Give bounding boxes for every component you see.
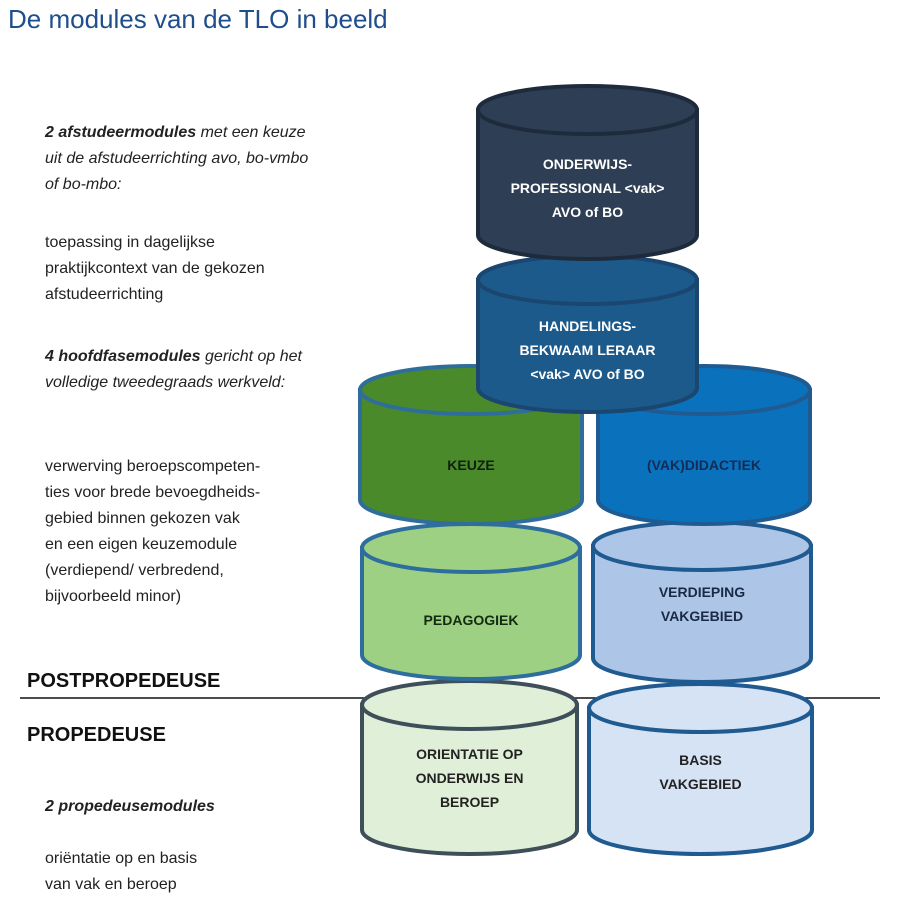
cylinder-body: [358, 388, 584, 526]
text-line: afstudeerrichting: [45, 286, 164, 303]
cylinder-top: [587, 682, 814, 734]
module-label: <vak> AVO of BO: [530, 366, 644, 382]
module-label: ONDERWIJS-: [543, 156, 633, 172]
text-line: en een eigen keuzemodule: [45, 536, 238, 553]
cylinder-body: [587, 706, 814, 856]
afstudeer-heading: 2 afstudeermodules met een keuze uit de …: [45, 120, 315, 198]
text-line: bijvoorbeeld minor): [45, 588, 182, 605]
cylinder-body: [476, 108, 699, 261]
cylinder-body: [476, 278, 699, 414]
cylinder-body: [360, 546, 582, 681]
module-verdieping: VERDIEPING VAKGEBIED: [591, 520, 813, 684]
hoofdfase-desc: verwerving beroepscompeten- ties voor br…: [45, 454, 260, 610]
cylinder-body: [596, 388, 812, 526]
afstudeer-desc: toepassing in dagelijkse praktijkcontext…: [45, 230, 265, 308]
module-orientatie: ORIENTATIE OP ONDERWIJS EN BEROEP: [360, 679, 579, 856]
cylinder-top: [476, 84, 699, 136]
cylinder-top: [476, 254, 699, 306]
text-line: toepassing in dagelijkse: [45, 234, 215, 251]
cylinder-body: [360, 703, 579, 856]
module-label: (VAK)DIDACTIEK: [647, 457, 761, 473]
module-label: VERDIEPING: [659, 584, 745, 600]
hoofdfase-heading: 4 hoofdfasemodules gericht op het volled…: [45, 344, 320, 396]
hoofdfase-bold: 4 hoofdfasemodules: [45, 348, 201, 365]
module-label: PEDAGOGIEK: [424, 612, 519, 628]
propedeuse-modules: 2 propedeusemodules: [45, 798, 215, 815]
module-label: AVO of BO: [552, 204, 623, 220]
text-line: verwerving beroepscompeten-: [45, 458, 261, 475]
afstudeer-rest: met een keuze uit de afstudeerrichting a…: [45, 124, 309, 193]
module-label: VAKGEBIED: [661, 608, 743, 624]
module-label: ORIENTATIE OP: [416, 746, 523, 762]
text-line: (verdiepend/ verbredend,: [45, 562, 224, 579]
module-handelings: HANDELINGS- BEKWAAM LERAAR <vak> AVO of BO: [476, 254, 699, 414]
cylinder-top: [591, 520, 813, 572]
propedeuse-label: PROPEDEUSE: [27, 724, 166, 746]
module-label: KEUZE: [447, 457, 494, 473]
cylinder-top: [360, 679, 579, 731]
cylinder-top: [360, 522, 582, 574]
module-label: HANDELINGS-: [539, 318, 637, 334]
module-pedagogiek: PEDAGOGIEK: [360, 522, 582, 681]
text-line: praktijkcontext van de gekozen: [45, 260, 265, 277]
propedeuse-desc: oriëntatie op en basis van vak en beroep: [45, 846, 197, 898]
page-title: De modules van de TLO in beeld: [8, 4, 388, 34]
module-label: BASIS: [679, 752, 722, 768]
module-basis: BASIS VAKGEBIED: [587, 682, 814, 856]
module-label: BEKWAAM LERAAR: [519, 342, 655, 358]
text-line: ties voor brede bevoegdheids-: [45, 484, 261, 501]
module-label: ONDERWIJS EN: [416, 770, 524, 786]
module-label: VAKGEBIED: [659, 776, 741, 792]
text-line: oriëntatie op en basis: [45, 850, 198, 867]
hoofdfase-rest: gericht op het volledige tweedegraads we…: [45, 348, 302, 391]
postpropedeuse-label: POSTPROPEDEUSE: [27, 670, 221, 692]
module-label: PROFESSIONAL <vak>: [511, 180, 665, 196]
cylinder-body: [591, 544, 813, 684]
module-professional: ONDERWIJS- PROFESSIONAL <vak> AVO of BO: [476, 84, 699, 261]
module-label: BEROEP: [440, 794, 499, 810]
text-line: van vak en beroep: [45, 876, 177, 893]
afstudeer-bold: 2 afstudeermodules: [45, 124, 197, 141]
text-line: gebied binnen gekozen vak: [45, 510, 240, 527]
